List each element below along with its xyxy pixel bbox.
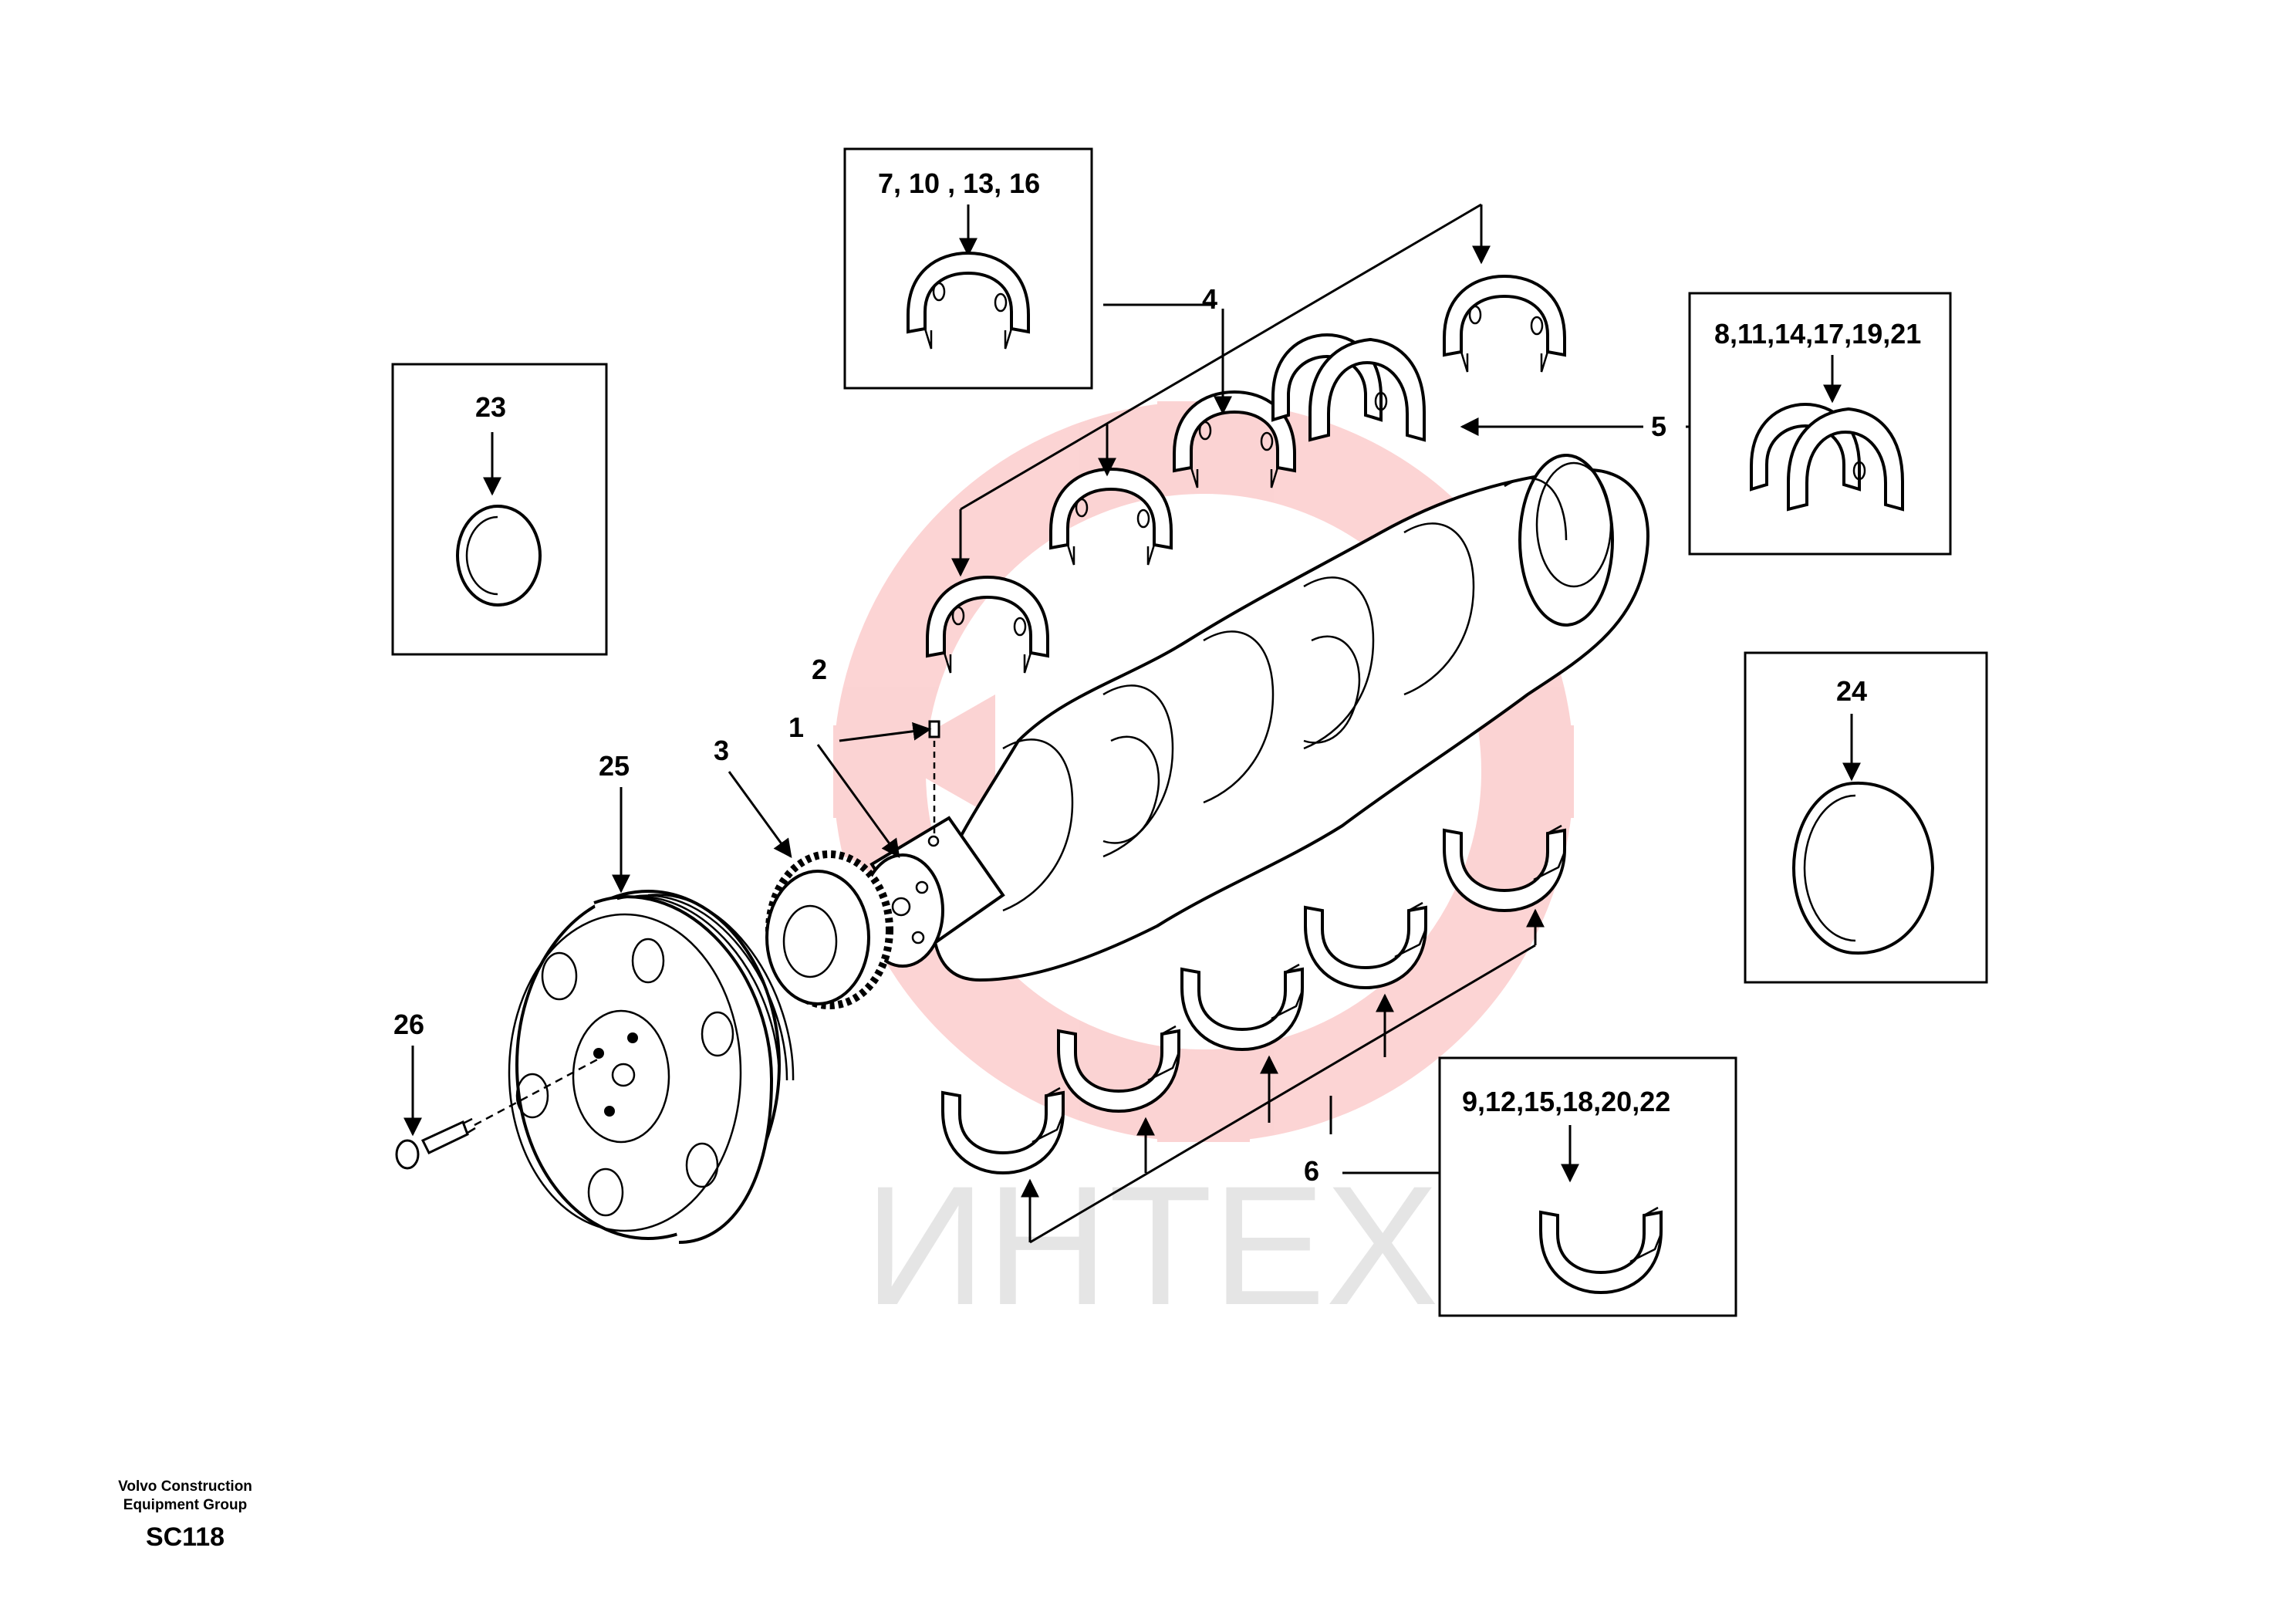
inset-flanged-shells: 8,11,14,17,19,21: [1688, 292, 1952, 556]
callout-25: 25: [599, 750, 630, 782]
inset-lower-shells: 9,12,15,18,20,22: [1438, 1056, 1737, 1317]
inset-bushing: 23: [391, 363, 608, 656]
inset-upper-shells: 7, 10 , 13, 16: [843, 147, 1093, 390]
footer-diagram-code: SC118: [145, 1522, 225, 1552]
footer-company-line2: Equipment Group: [123, 1497, 248, 1513]
callout-6: 6: [1304, 1155, 1319, 1187]
watermark-gear-logo: [833, 401, 1574, 1142]
inset-seal-ring: 24: [1744, 651, 1988, 984]
callout-2: 2: [812, 654, 827, 685]
crankshaft-pulley: [508, 890, 795, 1244]
inset-lower-shells-label: 9,12,15,18,20,22: [1462, 1086, 1670, 1117]
footer-company-line1: Volvo Construction: [118, 1478, 252, 1495]
pulley-bolt: [395, 1056, 603, 1170]
inset-seal-ring-label: 24: [1836, 675, 1867, 707]
crankshaft-gear: [765, 850, 893, 1009]
watermark-text: ИНТЕХ: [864, 1151, 1439, 1340]
crankshaft: [861, 454, 1649, 982]
callout-3: 3: [714, 735, 729, 766]
callout-4: 4: [1202, 283, 1217, 315]
inset-bushing-label: 23: [475, 391, 506, 423]
footer: Volvo Construction Equipment Group SC118: [85, 1478, 285, 1553]
inset-upper-shells-label: 7, 10 , 13, 16: [878, 167, 1040, 199]
callout-1: 1: [788, 711, 804, 743]
callout-5: 5: [1651, 411, 1666, 442]
callout-26: 26: [393, 1009, 424, 1040]
leader-lines: [403, 203, 1705, 1244]
inset-flanged-shells-label: 8,11,14,17,19,21: [1714, 318, 1921, 350]
